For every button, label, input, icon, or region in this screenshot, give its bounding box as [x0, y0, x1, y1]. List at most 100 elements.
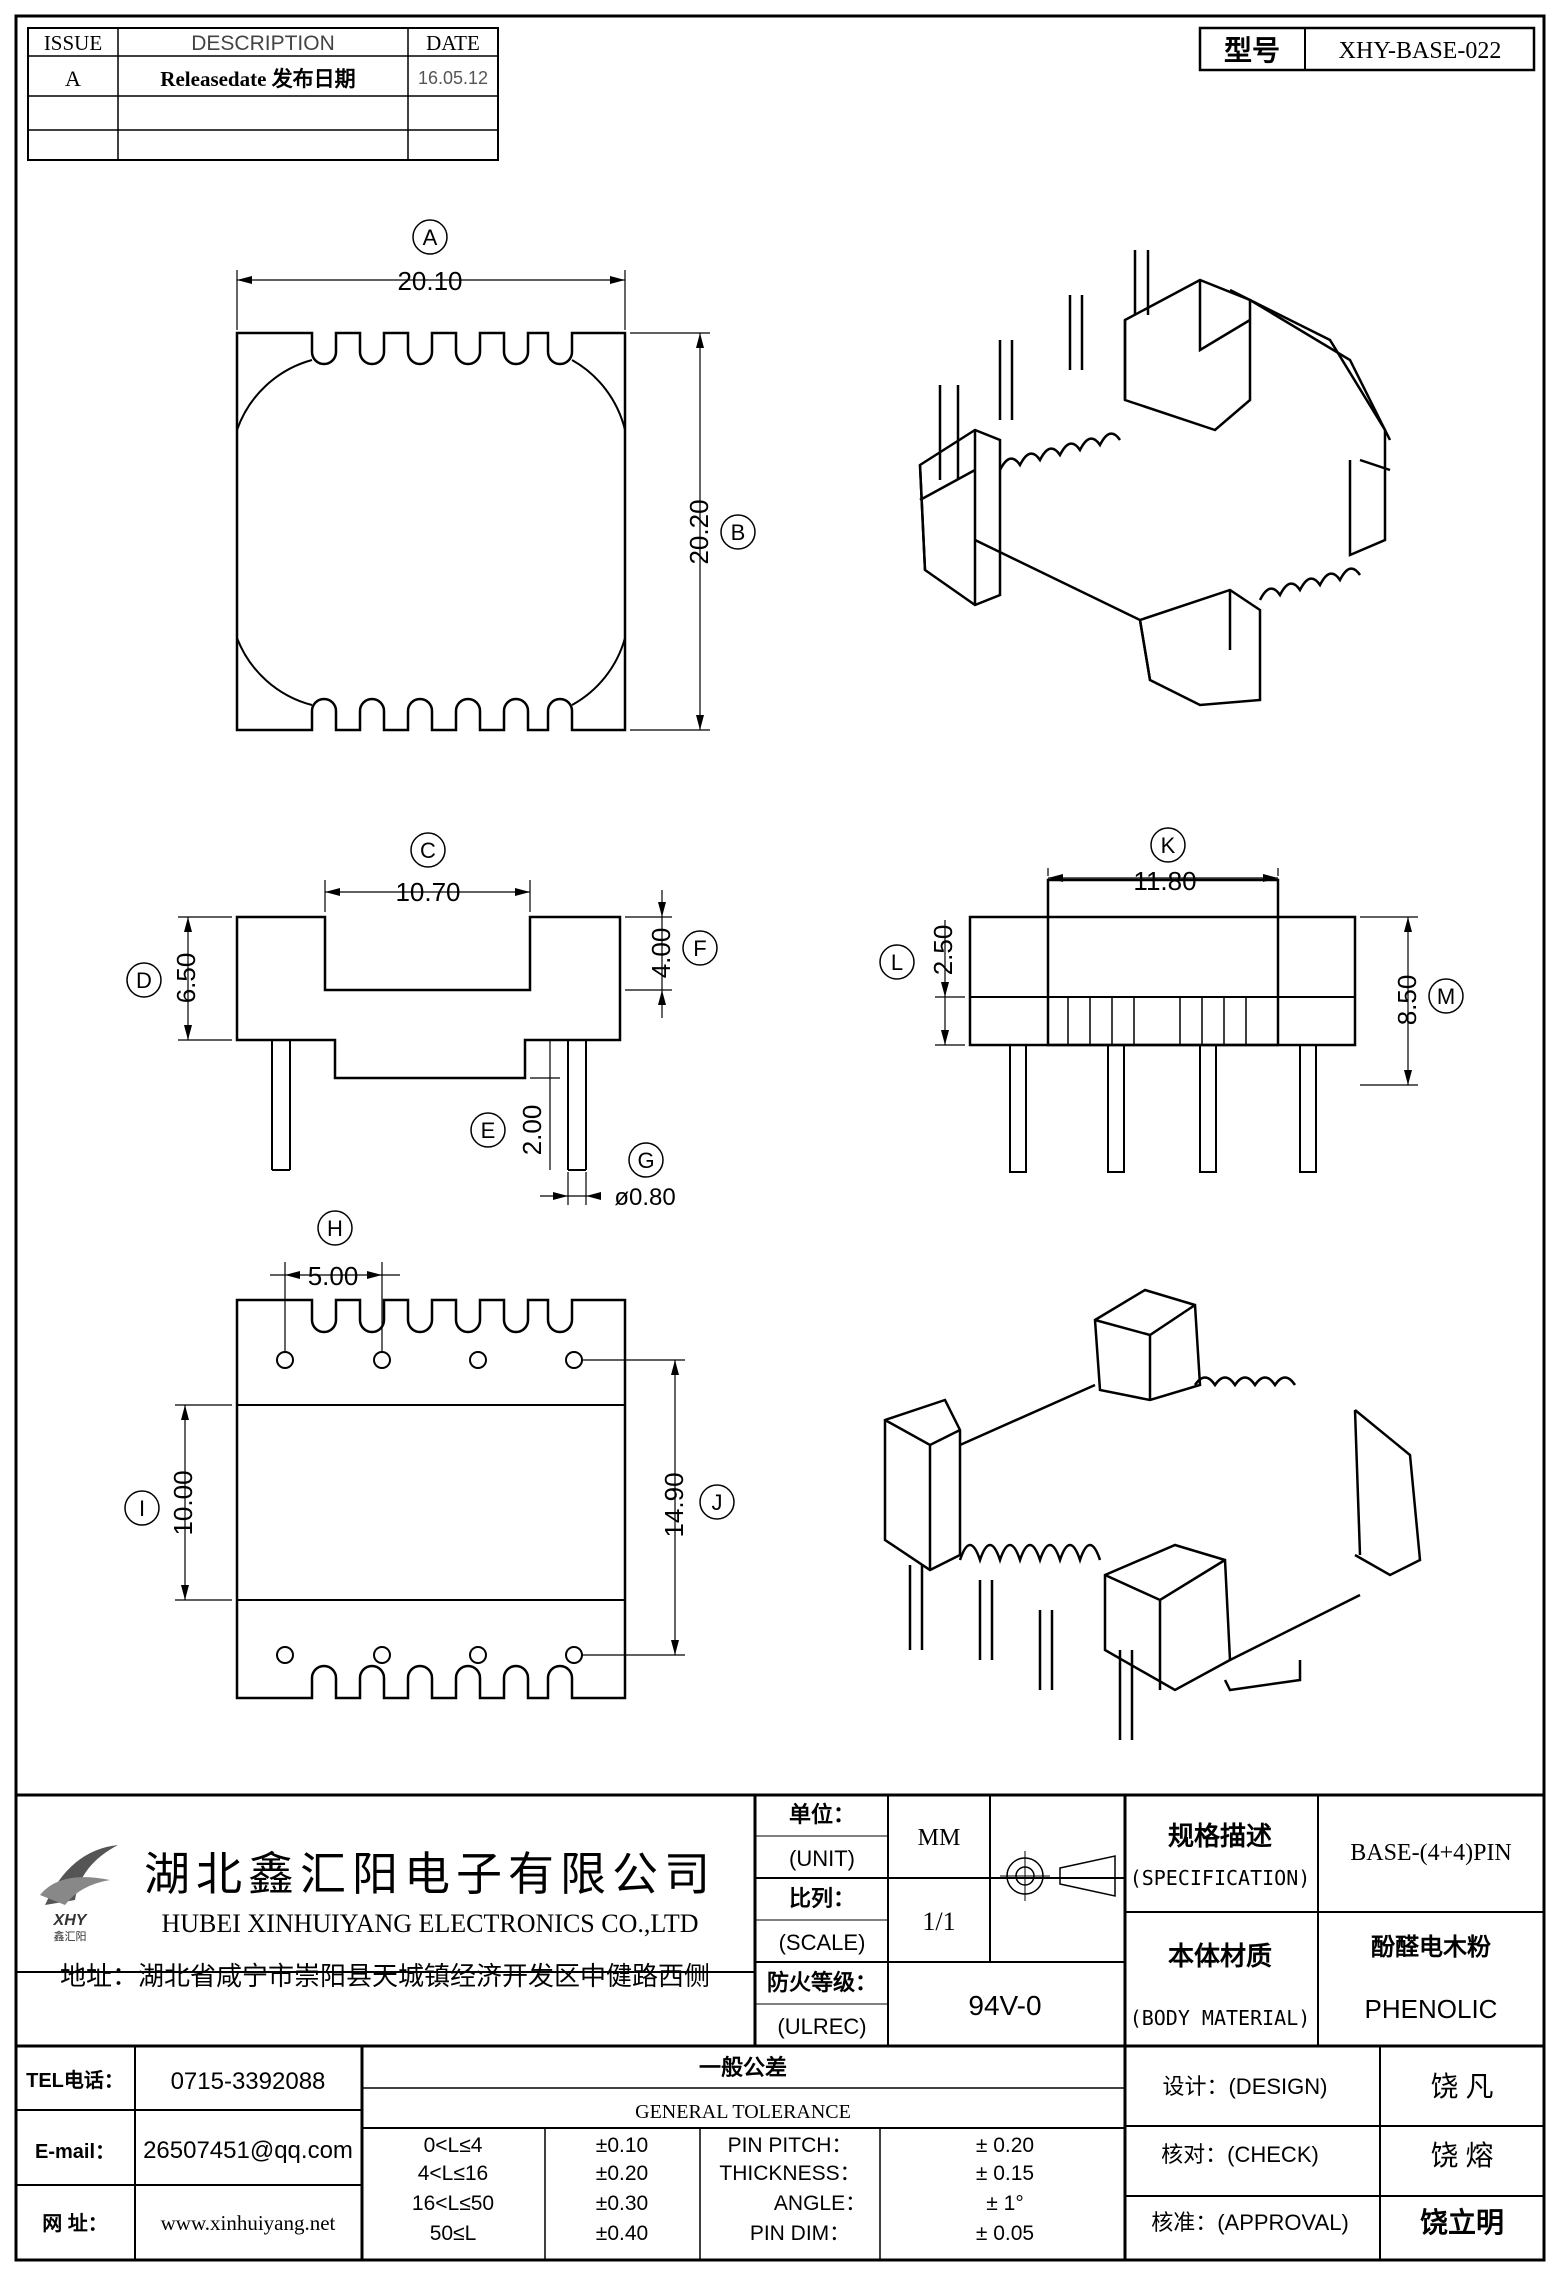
tolerance-range: 16<L≤50: [412, 2192, 494, 2215]
tolerance-item-value: ± 0.20: [976, 2134, 1034, 2157]
dim-J-label: J: [712, 1490, 723, 1515]
tel-value: 0715-3392088: [171, 2068, 326, 2095]
tolerance-item: ANGLE：: [774, 2192, 866, 2215]
dim-L-value: 2.50: [928, 925, 958, 976]
tolerance-item-value: ± 1°: [986, 2192, 1023, 2215]
model-box: 型号 XHY-BASE-022: [1198, 26, 1536, 72]
dim-K-value: 11.80: [1133, 866, 1196, 896]
spec-label-en: (SPECIFICATION): [1130, 1866, 1311, 1890]
spec-value: BASE-(4+4)PIN: [1350, 1840, 1512, 1866]
model-number: XHY-BASE-022: [1339, 38, 1502, 64]
email-value: 26507451@qq.com: [143, 2137, 353, 2164]
design-name: 饶 凡: [1430, 2071, 1493, 2103]
dim-E-label: E: [481, 1118, 496, 1143]
dim-M-balloon: [1428, 978, 1464, 1014]
dim-K-label: K: [1161, 833, 1176, 858]
tolerance-title-en: GENERAL TOLERANCE: [635, 2101, 851, 2123]
model-label: 型号: [1224, 35, 1280, 66]
tolerance-item: PIN PITCH：: [728, 2134, 853, 2157]
dim-K-balloon: [1150, 827, 1186, 863]
dim-A-label: A: [423, 225, 438, 250]
dim-D-balloon: [126, 962, 162, 998]
tel-label: TEL电话：: [26, 2069, 124, 2092]
material-value-cn: 酚醛电木粉: [1371, 1934, 1491, 1961]
material-label-cn: 本体材质: [1168, 1941, 1272, 1971]
ulrec-value: 94V-0: [968, 1990, 1041, 2021]
tolerance-range: 0<L≤4: [424, 2134, 483, 2157]
dim-M-value: 8.50: [1392, 975, 1422, 1026]
tolerance-range: 50≤L: [430, 2222, 477, 2245]
dim-B-value: 20.20: [684, 499, 714, 564]
logo-subtext: 鑫汇阳: [54, 1929, 87, 1943]
logo-text: XHY: [53, 1912, 88, 1929]
unit-label-cn: 单位：: [789, 1802, 855, 1827]
dim-G-value: ø0.80: [614, 1184, 675, 1211]
dim-F-value: 4.00: [646, 928, 676, 979]
dim-C-label: C: [420, 838, 436, 863]
bottom-block: TEL电话： 0715-3392088 E-mail： 26507451@qq.…: [16, 2046, 1544, 2260]
title-block: XHY 鑫汇阳 湖北鑫汇阳电子有限公司 HUBEI XINHUIYANG ELE…: [16, 1793, 1544, 2260]
dim-C-value: 10.70: [395, 877, 460, 907]
dim-H-value: 5.00: [308, 1261, 359, 1291]
dim-C-balloon: [410, 832, 446, 868]
web-value: www.xinhuiyang.net: [161, 2211, 336, 2235]
tolerance-value: ±0.20: [596, 2162, 648, 2185]
tolerance-item: PIN DIM：: [750, 2222, 850, 2245]
design-label: 设计：(DESIGN): [1162, 2074, 1327, 2099]
revision-row-issue: A: [65, 66, 81, 91]
dim-J-value: 14.90: [659, 1472, 689, 1537]
dim-L-label: L: [891, 950, 903, 975]
tolerance-value: ±0.30: [596, 2192, 648, 2215]
dim-E-balloon: [470, 1112, 506, 1148]
scale-label-cn: 比列：: [789, 1886, 855, 1911]
dim-I-value: 10.00: [168, 1470, 198, 1535]
revision-header-date: DATE: [426, 31, 480, 55]
check-label: 核对：(CHECK): [1161, 2142, 1319, 2167]
dim-F-label: F: [693, 936, 706, 961]
dim-E-value: 2.00: [517, 1105, 547, 1156]
web-label: 网 址：: [42, 2212, 108, 2235]
top-view: A 20.10 20.20 B: [235, 219, 756, 732]
sheet-border: [14, 14, 1546, 2262]
spec-label-cn: 规格描述: [1168, 1821, 1272, 1851]
dim-L-balloon: [879, 944, 915, 980]
ulrec-label-cn: 防火等级：: [767, 1970, 877, 1995]
dim-I-balloon: [124, 1490, 160, 1526]
revision-row-date: 16.05.12: [418, 68, 488, 88]
revision-header-issue: ISSUE: [44, 31, 102, 55]
revision-header-description: DESCRIPTION: [191, 32, 335, 55]
projection-symbol-icon: [1000, 1851, 1116, 1901]
dim-M-label: M: [1437, 984, 1455, 1009]
tolerance-title-cn: 一般公差: [699, 2055, 787, 2080]
revision-row-description: Releasedate 发布日期: [160, 67, 355, 91]
unit-value: MM: [918, 1825, 961, 1851]
scale-value: 1/1: [922, 1907, 955, 1936]
side-view: K 11.80 2.50 L 8.50 M: [879, 827, 1464, 1173]
dim-A-value: 20.10: [397, 266, 462, 296]
approval-name: 饶立明: [1420, 2206, 1504, 2239]
tolerance-value: ±0.40: [596, 2222, 648, 2245]
tolerance-item: THICKNESS：: [719, 2162, 860, 2185]
dim-D-value: 6.50: [171, 953, 201, 1004]
company-address: 地址：湖北省咸宁市崇阳县天城镇经济开发区中健路西侧: [60, 1962, 710, 1991]
company-name-en: HUBEI XINHUIYANG ELECTRONICS CO.,LTD: [161, 1909, 698, 1938]
ulrec-label-en: (ULREC): [777, 2014, 866, 2039]
front-view: C 10.70 6.50 D 4.00 F 2.00 E G ø0.: [126, 832, 718, 1211]
revision-table: ISSUE DESCRIPTION DATE A Releasedate 发布日…: [27, 27, 499, 161]
dim-B-balloon: [720, 514, 756, 550]
material-value-en: PHENOLIC: [1365, 1994, 1498, 2024]
check-name: 饶 熔: [1430, 2140, 1493, 2172]
dim-H-label: H: [327, 1216, 343, 1241]
dim-J-balloon: [699, 1484, 735, 1520]
dim-A-balloon: [412, 219, 448, 255]
unit-label-en: (UNIT): [789, 1846, 855, 1871]
email-label: E-mail：: [35, 2141, 115, 2163]
dim-D-label: D: [136, 968, 152, 993]
tolerance-value: ±0.10: [596, 2134, 648, 2157]
dim-G-label: G: [637, 1148, 654, 1173]
company-logo: XHY 鑫汇阳: [40, 1845, 118, 1943]
scale-label-en: (SCALE): [779, 1930, 866, 1955]
tolerance-item-value: ± 0.05: [976, 2222, 1034, 2245]
tolerance-item-value: ± 0.15: [976, 2162, 1034, 2185]
dim-H-balloon: [317, 1210, 353, 1246]
